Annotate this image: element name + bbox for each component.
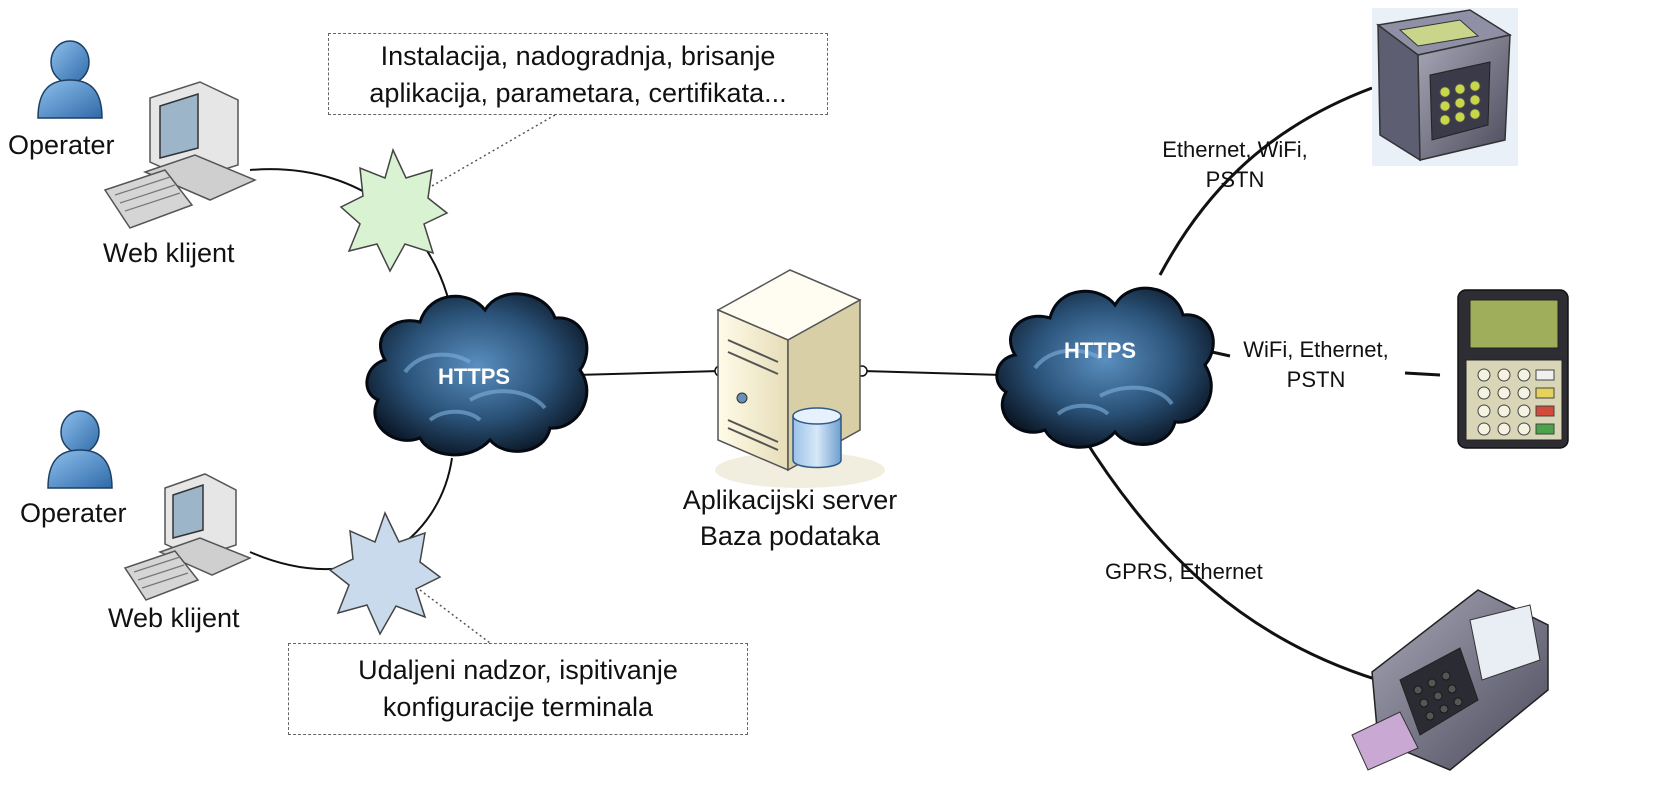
link-middle-label-line-1: WiFi, Ethernet,	[1243, 337, 1389, 362]
server-label-line-2: Baza podataka	[699, 521, 881, 551]
link-top-label-line-1: Ethernet, WiFi,	[1162, 137, 1308, 162]
callout-top: Instalacija, nadogradnja, brisanje aplik…	[328, 33, 828, 115]
cloud-right-label: HTTPS	[1064, 338, 1136, 363]
link-server-to-cloud	[861, 370, 1004, 376]
link-top-label-line-2: PSTN	[1205, 167, 1265, 192]
keypad-terminal-icon	[1457, 289, 1569, 449]
callout-bottom-line-1: Udaljeni nadzor, ispitivanje	[358, 655, 678, 685]
callout-top-line-1: Instalacija, nadogradnja, brisanje	[380, 41, 776, 71]
server-icon	[715, 269, 885, 488]
computer-icon	[103, 81, 257, 229]
callout-pointers	[419, 114, 556, 644]
star-top-icon	[339, 147, 449, 273]
callout-top-line-2: aplikacija, parametara, certifikata...	[369, 78, 787, 108]
operator-top-label: Operater	[8, 130, 115, 160]
link-middle-label: WiFi, Ethernet, PSTN	[1226, 335, 1406, 395]
operator-bottom-label: Operater	[20, 498, 127, 528]
callout-bottom-line-2: konfiguracije terminala	[382, 692, 654, 722]
link-cloud-to-server	[574, 370, 721, 376]
pos-terminal-icon	[1351, 589, 1549, 771]
web-client-bottom-label: Web klijent	[108, 603, 240, 633]
server-label: Aplikacijski server Baza podataka	[660, 482, 920, 554]
cloud-right-icon: HTTPS	[995, 286, 1215, 449]
person-icon	[47, 410, 113, 489]
link-middle-terminal-stub	[1404, 371, 1441, 377]
callout-top-pointer	[424, 114, 556, 191]
link-bottom-label: GPRS, Ethernet	[1105, 559, 1263, 584]
database-icon	[792, 407, 842, 469]
person-icon	[37, 40, 103, 119]
link-middle-label-line-2: PSTN	[1286, 367, 1346, 392]
link-top-label: Ethernet, WiFi, PSTN	[1150, 135, 1320, 195]
callout-bottom-pointer	[419, 589, 491, 644]
web-client-top-label: Web klijent	[103, 238, 235, 268]
cloud-left-label: HTTPS	[438, 364, 510, 389]
callout-bottom: Udaljeni nadzor, ispitivanje konfiguraci…	[288, 643, 748, 735]
terminal-box-icon	[1372, 8, 1518, 166]
server-label-line-1: Aplikacijski server	[682, 485, 898, 515]
link-cloud-to-bottom-terminal	[1080, 434, 1379, 682]
star-bottom-icon	[328, 511, 442, 636]
cloud-left-icon: HTTPS	[365, 292, 589, 457]
computer-icon	[123, 473, 252, 601]
link-cloud-to-top-terminal	[1158, 86, 1373, 276]
